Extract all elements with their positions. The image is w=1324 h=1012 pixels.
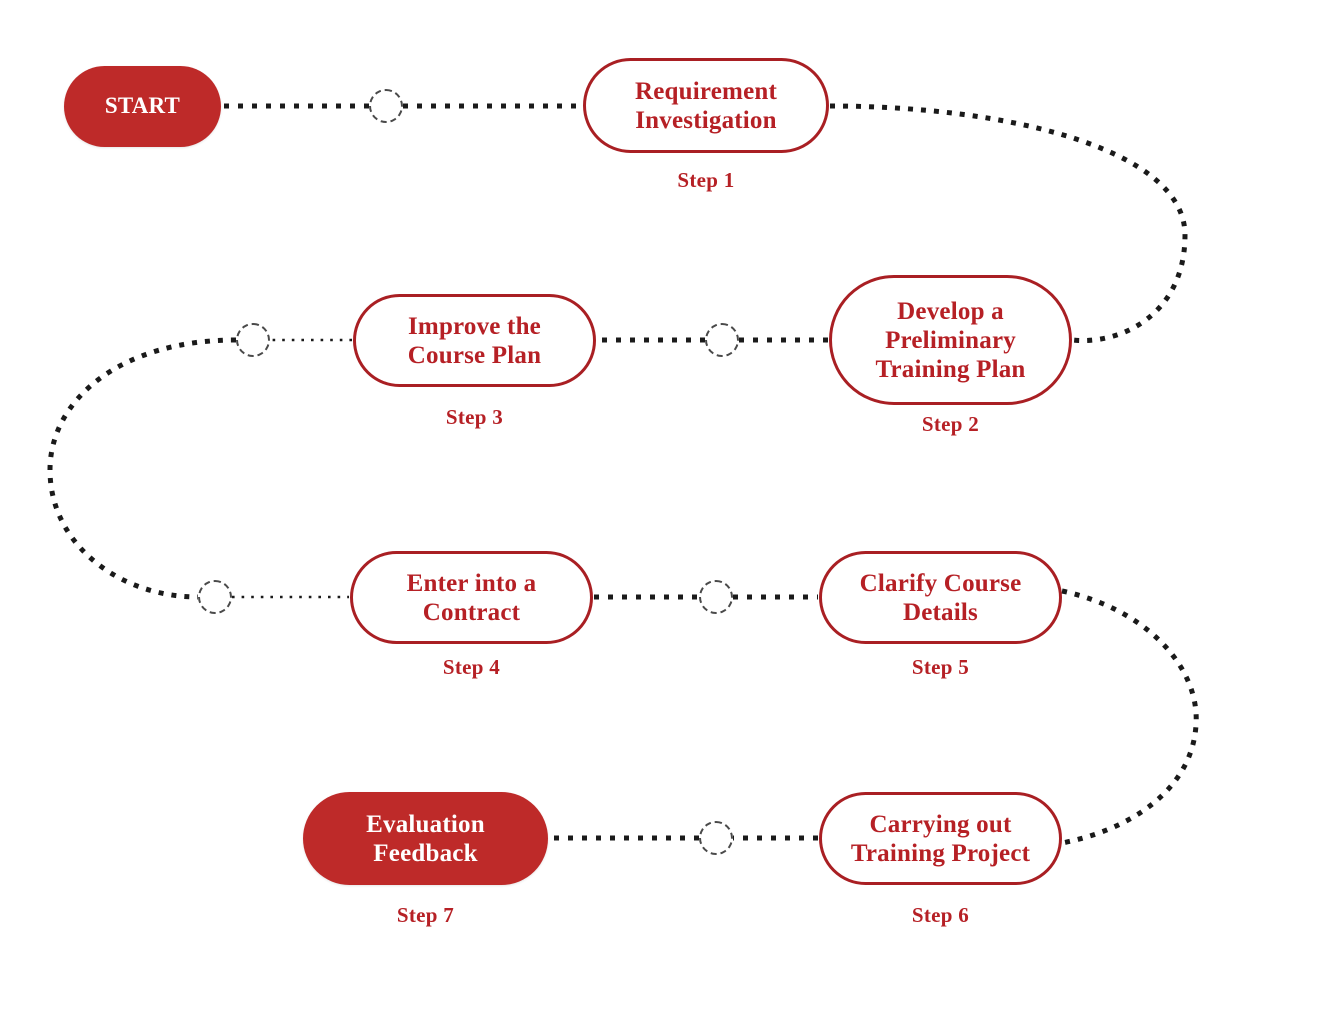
flow-node-step1[interactable]: Requirement Investigation [583,58,829,153]
flow-node-step2[interactable]: Develop a Preliminary Training Plan [829,275,1072,405]
flow-node-label: START [104,93,181,119]
connector-node-c3[interactable] [236,323,270,357]
connector-node-c1[interactable] [369,89,403,123]
flow-node-step4[interactable]: Enter into a Contract [350,551,593,644]
flow-node-label: Improve the Course Plan [407,312,542,369]
flow-node-label: Develop a Preliminary Training Plan [875,297,1026,383]
flow-node-step5[interactable]: Clarify Course Details [819,551,1062,644]
step-label-step1: Step 1 [677,168,735,192]
flow-node-step7[interactable]: Evaluation Feedback [303,792,548,885]
connector-path [47,337,237,600]
step-label-step4: Step 4 [442,655,501,679]
flow-node-label: Carrying out Training Project [850,810,1031,867]
step-label-step5: Step 5 [911,655,970,679]
flow-node-step3[interactable]: Improve the Course Plan [353,294,596,387]
step-label-step7: Step 7 [396,903,455,927]
flow-node-label: Requirement Investigation [635,77,777,134]
connector-path [1061,588,1199,846]
connector-node-c2[interactable] [705,323,739,357]
step-label-step3: Step 3 [445,405,504,429]
connector-node-c6[interactable] [699,821,733,855]
flow-node-start[interactable]: START [64,66,221,147]
step-label-step2: Step 2 [921,412,980,436]
flow-node-label: Clarify Course Details [859,569,1022,626]
flow-node-step6[interactable]: Carrying out Training Project [819,792,1062,885]
connector-node-c5[interactable] [699,580,733,614]
connector-node-c4[interactable] [198,580,232,614]
step-label-step6: Step 6 [911,903,970,927]
flow-node-label: Enter into a Contract [406,569,537,626]
flow-node-label: Evaluation Feedback [366,810,485,867]
